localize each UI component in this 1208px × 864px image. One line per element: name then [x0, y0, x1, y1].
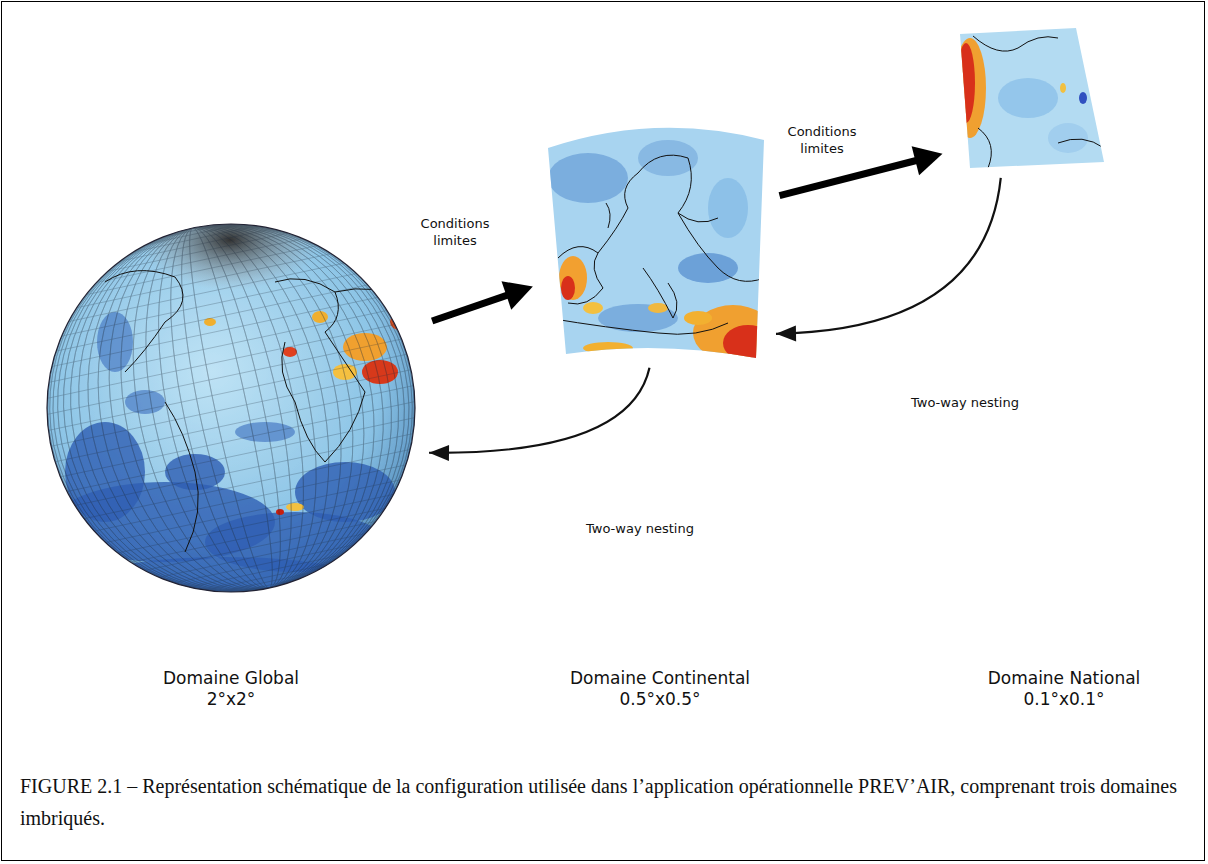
national-domain-map: Domaine National0.1°x0.1° — [958, 28, 1104, 168]
continental-domain-map: Domaine Continental0.5°x0.5° — [548, 118, 764, 358]
map-illustration — [548, 118, 764, 358]
domain-name: Domaine Global — [71, 668, 391, 689]
arrow-label: Two-way nesting — [583, 519, 697, 538]
arrow-label: Two-way nesting — [908, 393, 1022, 412]
nesting-arrow — [429, 368, 649, 461]
nesting-arrow — [776, 178, 1001, 341]
arrow-label: Conditions limites — [774, 122, 870, 158]
boundary-arrow — [432, 281, 533, 321]
figure-caption: FIGURE 2.1 – Représentation schématique … — [20, 770, 1188, 834]
grid-resolution: 0.5°x0.5° — [500, 689, 820, 710]
domain-name: Domaine Continental — [500, 668, 820, 689]
grid-resolution: 0.1°x0.1° — [904, 689, 1208, 710]
map-illustration — [958, 28, 1104, 168]
grid-resolution: 2°x2° — [71, 689, 391, 710]
global-domain-globe: Domaine Global2°x2° — [45, 222, 417, 594]
domain-name: Domaine National — [904, 668, 1208, 689]
arrow-label: Conditions limites — [407, 214, 503, 250]
map-illustration — [45, 222, 417, 594]
